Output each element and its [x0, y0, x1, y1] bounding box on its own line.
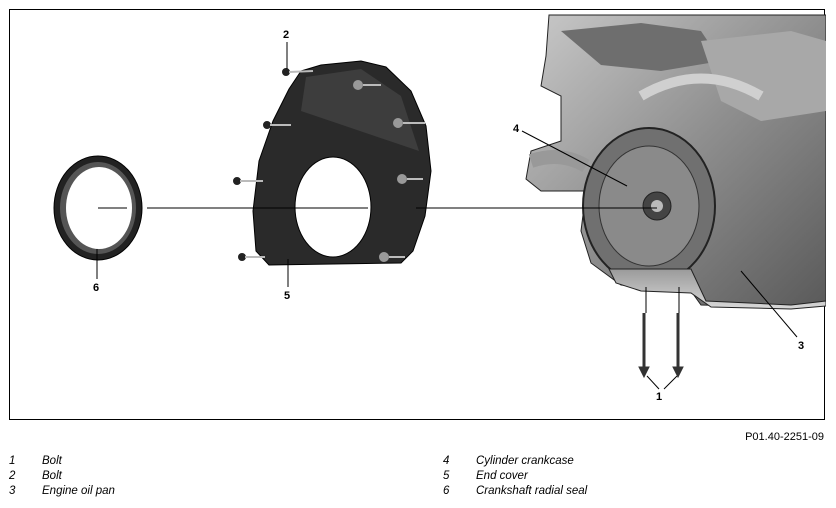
legend-item: 5 End cover: [443, 469, 587, 484]
crankshaft-radial-seal: [53, 155, 143, 261]
legend-item: 2 Bolt: [9, 469, 115, 484]
legend-item: 6 Crankshaft radial seal: [443, 484, 587, 499]
legend-label: Cylinder crankcase: [476, 455, 574, 467]
legend-label: End cover: [476, 470, 528, 482]
legend-number: 5: [443, 470, 450, 482]
legend-number: 2: [9, 470, 16, 482]
legend-item: 4 Cylinder crankcase: [443, 454, 587, 469]
legend-left: 1 Bolt 2 Bolt 3 Engine oil pan: [9, 454, 115, 499]
callout-6: 6: [93, 282, 99, 294]
bolts-1: [638, 313, 684, 379]
legend-label: Engine oil pan: [42, 485, 115, 497]
legend-number: 1: [9, 455, 16, 467]
legend-label: Bolt: [42, 470, 62, 482]
leader-lines: [96, 42, 798, 390]
legend-item: 1 Bolt: [9, 454, 115, 469]
legend-label: Crankshaft radial seal: [476, 485, 588, 497]
callout-1: 1: [656, 391, 662, 403]
exploded-view-drawing: 1 2 3 4 5 6: [53, 14, 826, 403]
callout-5: 5: [284, 290, 290, 302]
callout-3: 3: [798, 340, 804, 352]
end-cover: [252, 60, 432, 266]
figure-code: P01.40-2251-09: [745, 431, 824, 443]
callout-4: 4: [513, 123, 520, 135]
legend-right: 4 Cylinder crankcase 5 End cover 6 Crank…: [443, 454, 587, 499]
bolts-2: [233, 68, 425, 261]
legend-number: 3: [9, 485, 16, 497]
legend-number: 4: [443, 455, 450, 467]
cylinder-crankcase: [525, 14, 826, 310]
legend-number: 6: [443, 485, 450, 497]
callout-2: 2: [283, 29, 289, 41]
legend-label: Bolt: [42, 455, 62, 467]
legend-item: 3 Engine oil pan: [9, 484, 115, 499]
exploded-view-figure: 1 2 3 4 5 6: [9, 9, 826, 420]
